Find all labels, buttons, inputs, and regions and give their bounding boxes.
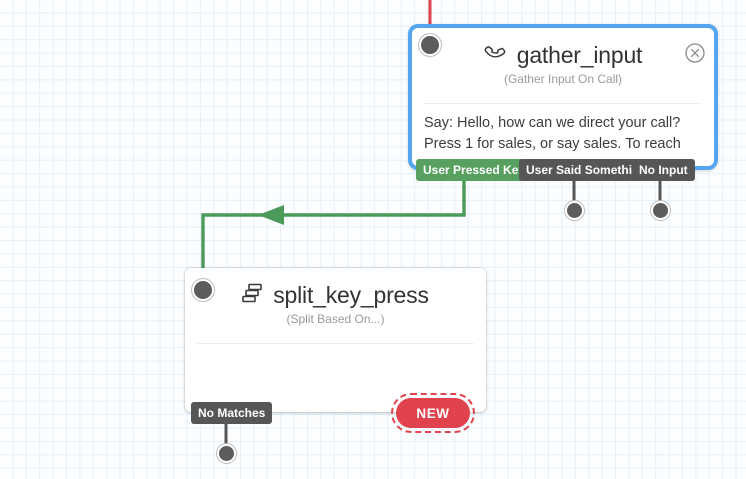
new-exit-button[interactable]: NEW [391, 393, 475, 433]
node-header: split_key_press (Split Based On...) [185, 268, 486, 334]
entry-port-gather-input[interactable] [419, 34, 441, 56]
close-icon[interactable] [684, 42, 706, 64]
node-subtitle: (Split Based On...) [286, 312, 385, 326]
exit-dot-no-input[interactable] [651, 201, 670, 220]
node-title-row: split_key_press [195, 282, 476, 309]
exit-dot-user-said-something[interactable] [565, 201, 584, 220]
phone-icon [484, 42, 508, 69]
exit-label-no-matches[interactable]: No Matches [191, 402, 273, 424]
edge-arrowhead-icon [258, 205, 284, 225]
node-divider [197, 343, 474, 344]
node-split-key-press[interactable]: split_key_press (Split Based On...) [185, 268, 486, 412]
exit-label-no-input[interactable]: No Input [632, 159, 695, 181]
entry-port-split-key-press[interactable] [192, 279, 214, 301]
exit-label-user-pressed-keys[interactable]: User Pressed Keys [416, 159, 539, 181]
node-body-text: Say: Hello, how can we direct your call?… [424, 115, 681, 152]
node-body-text [185, 344, 486, 365]
new-exit-button-label: NEW [416, 405, 450, 421]
node-title: split_key_press [273, 282, 429, 309]
node-divider [424, 103, 702, 104]
node-title-row: gather_input [422, 42, 704, 69]
node-gather-input[interactable]: gather_input (Gather Input On Call) Say:… [408, 24, 718, 171]
exit-dot-no-matches[interactable] [217, 444, 236, 463]
exit-label-user-said-something[interactable]: User Said Something [519, 159, 654, 181]
node-title: gather_input [516, 42, 643, 69]
node-subtitle: (Gather Input On Call) [503, 72, 623, 86]
node-header: gather_input (Gather Input On Call) [412, 28, 714, 94]
split-icon [242, 282, 264, 309]
